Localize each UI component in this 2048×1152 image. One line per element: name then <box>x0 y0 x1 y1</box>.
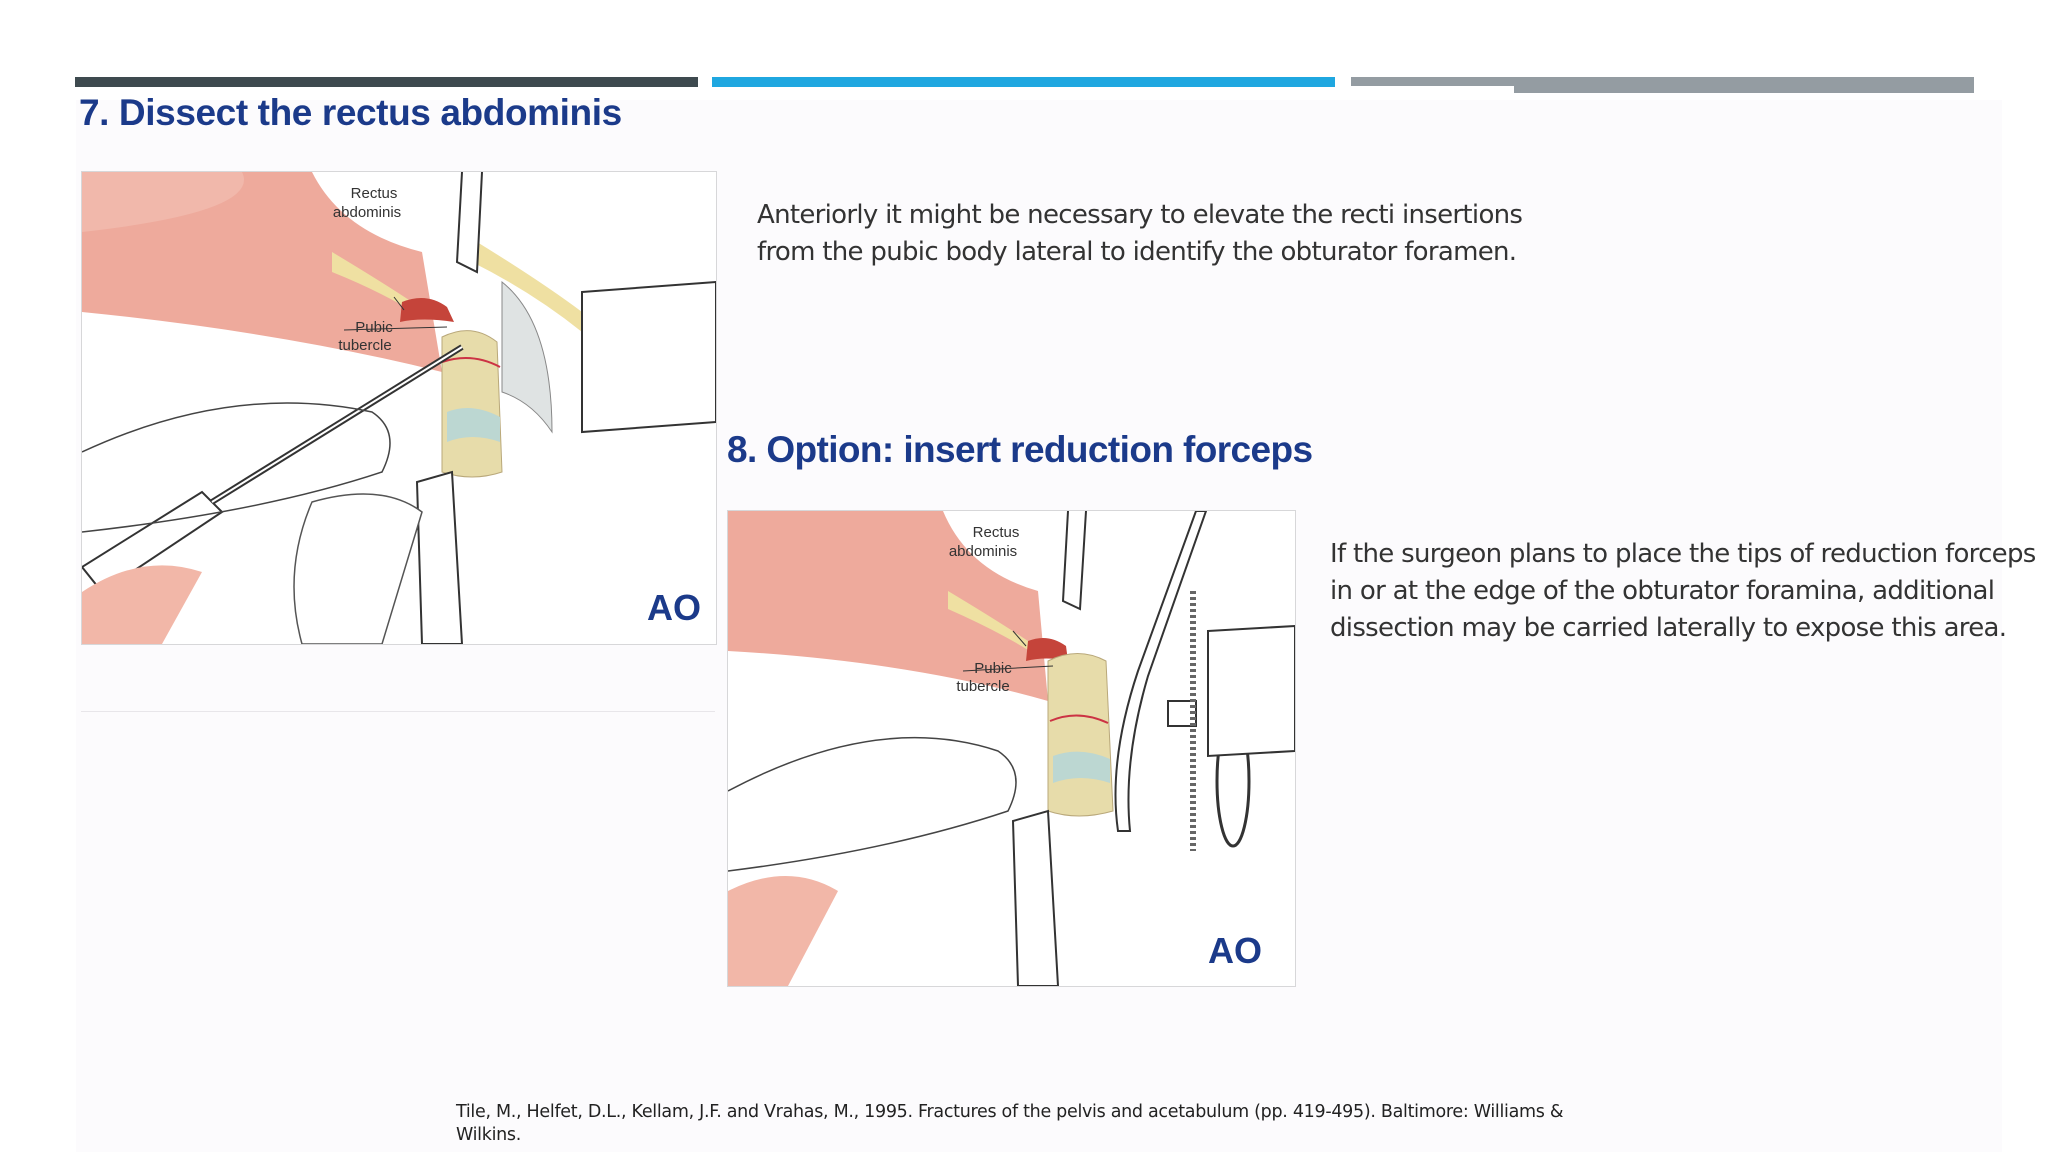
cartilage-shape <box>447 408 500 442</box>
ao-logo: AO <box>647 587 701 628</box>
fat-layer-shape <box>948 591 1033 653</box>
muscle-highlight-shape <box>82 172 244 232</box>
section1-illustration: Rectus abdominis Pubic tubercle AO <box>81 171 717 645</box>
label-muscle-line1: Rectus <box>973 524 1020 541</box>
pubic-body-shape <box>441 330 503 478</box>
forceps-arm <box>1114 511 1208 832</box>
header-bar-blue <box>712 77 1335 87</box>
section2-illustration: Rectus abdominis Pubic tubercle AO <box>727 510 1296 987</box>
pubic-body-shape <box>1047 653 1114 817</box>
header-bar-dark <box>75 77 698 87</box>
retractor-upper <box>1061 511 1087 611</box>
hand-lower-outline <box>293 493 423 644</box>
retractor-lower <box>415 470 464 644</box>
hand-outline <box>728 736 1017 872</box>
citation: Tile, M., Helfet, D.L., Kellam, J.F. and… <box>456 1102 1564 1145</box>
insertion-red-shape <box>400 298 454 322</box>
label-leader-line-2 <box>343 326 448 331</box>
bone-edge-red-line <box>441 357 501 368</box>
label-bone-line1: Pubic <box>974 660 1012 677</box>
retractor-lower <box>1011 809 1060 986</box>
rectus-muscle-shape <box>728 511 1048 701</box>
label-leader-line <box>1012 630 1027 647</box>
hand-outline <box>82 402 391 533</box>
section2-description: If the surgeon plans to place the tips o… <box>1330 539 2036 643</box>
surgical-illustration-rectus: Rectus abdominis Pubic tubercle AO <box>82 172 716 644</box>
retractor-right <box>1207 624 1295 758</box>
label-muscle-line1: Rectus <box>351 185 398 202</box>
rectus-muscle-shape <box>82 172 442 372</box>
label-bone-line2: tubercle <box>338 337 391 354</box>
skin-lower-shape <box>82 565 202 644</box>
retractor-upper <box>455 172 483 274</box>
section2-heading: 8. Option: insert reduction forceps <box>727 429 1313 470</box>
elevator-shaft-highlight <box>211 346 463 503</box>
section1-heading: 7. Dissect the rectus abdominis <box>79 92 622 133</box>
label-leader-line <box>393 296 405 311</box>
bone-edge-red-line <box>1049 714 1109 724</box>
divider-line <box>81 711 715 712</box>
fat-layer-shape-right <box>472 242 582 332</box>
ao-logo: AO <box>1208 930 1262 971</box>
insertion-red-shape <box>1026 637 1068 661</box>
retractor-right <box>581 280 716 434</box>
surgical-illustration-forceps: Rectus abdominis Pubic tubercle AO <box>728 511 1295 986</box>
label-bone-line1: Pubic <box>355 319 393 336</box>
label-muscle-line2: abdominis <box>949 543 1017 560</box>
header-bar-gray-thick <box>1514 77 1974 93</box>
fat-layer-shape <box>332 252 422 317</box>
cartilage-shape <box>1053 751 1110 783</box>
soft-tissue-shape <box>501 280 553 434</box>
label-bone-line2: tubercle <box>956 678 1009 695</box>
section1-description: Anteriorly it might be necessary to elev… <box>757 200 1523 267</box>
label-muscle-line2: abdominis <box>333 204 401 221</box>
label-leader-line-2 <box>962 665 1054 672</box>
skin-lower-shape <box>728 876 838 986</box>
